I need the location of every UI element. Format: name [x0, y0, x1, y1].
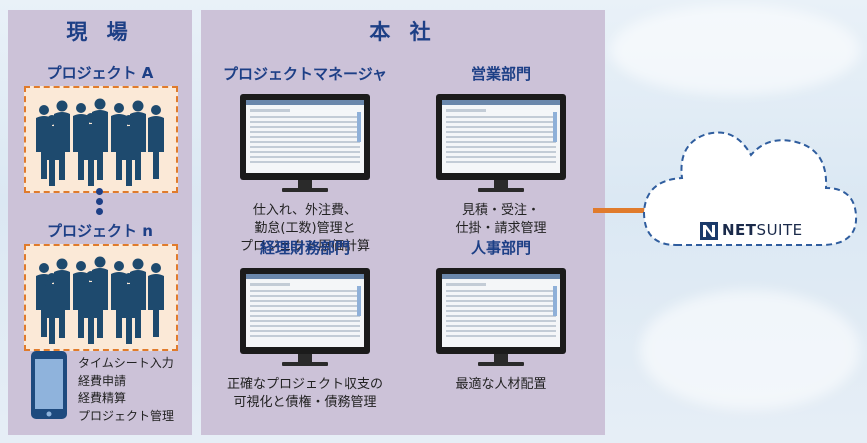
bg-cloud — [610, 5, 860, 95]
brand-rest: SUITE — [756, 221, 803, 239]
desc-line: 正確なプロジェクト収支の — [226, 377, 383, 392]
dept-title: プロジェクトマネージャ — [223, 65, 387, 83]
tablet-item: 経費申請 — [78, 373, 127, 388]
field-panel: 現 場 プロジェクト A プロジェクト n — [8, 10, 192, 435]
desc-line: 可視化と債権・債務管理 — [233, 395, 377, 410]
monitor-icon — [434, 92, 568, 196]
monitor-icon — [238, 92, 372, 196]
dept-title: 人事部門 — [470, 239, 531, 257]
desc-line: 勤怠(工数)管理と — [254, 221, 356, 236]
netsuite-logo-icon — [700, 222, 718, 240]
people-group-icon — [36, 256, 164, 344]
dept-hr: 人事部門 最適な人材配置 — [401, 237, 601, 394]
dept-sales: 営業部門 見積・受注・ 仕掛・請求管理 — [401, 63, 601, 238]
tablet-icon — [31, 351, 67, 419]
tablet-item: 経費精算 — [78, 391, 127, 405]
desc-line: 最適な人材配置 — [455, 377, 547, 392]
headquarters-title: 本 社 — [369, 20, 437, 44]
dept-description: 最適な人材配置 — [401, 376, 601, 394]
project-a-label: プロジェクト A — [46, 64, 154, 82]
people-group-icon — [36, 98, 164, 186]
project-n-label: プロジェクト n — [47, 222, 153, 240]
headquarters-panel: 本 社 プロジェクトマネージャ 仕入れ、外注費、 勤怠(工数)管理と プロジェク… — [201, 10, 605, 435]
tablet-item: プロジェクト管理 — [78, 408, 175, 423]
monitor-icon — [434, 266, 568, 370]
bg-cloud — [640, 290, 860, 410]
field-title: 現 場 — [66, 20, 134, 44]
tablet-functions: タイムシート入力 経費申請 経費精算 プロジェクト管理 — [78, 355, 174, 425]
monitor-icon — [238, 266, 372, 370]
tablet-item: タイムシート入力 — [78, 356, 174, 370]
dept-description: 正確なプロジェクト収支の 可視化と債権・債務管理 — [205, 376, 405, 412]
project-a-team — [24, 86, 178, 193]
cloud-icon — [642, 131, 858, 246]
dept-description: 見積・受注・ 仕掛・請求管理 — [401, 202, 601, 238]
desc-line: 仕掛・請求管理 — [455, 221, 547, 236]
brand-bold: NET — [722, 221, 757, 239]
dept-accounting-finance: 経理財務部門 正確なプロジェクト収支の 可視化と債権・債務管理 — [205, 237, 405, 412]
desc-line: 仕入れ、外注費、 — [252, 203, 358, 218]
dept-title: 営業部門 — [470, 65, 531, 83]
dept-project-manager: プロジェクトマネージャ 仕入れ、外注費、 勤怠(工数)管理と プロジェクト原価計… — [205, 63, 405, 256]
project-n-team — [24, 244, 178, 351]
dept-title: 経理財務部門 — [259, 239, 350, 257]
desc-line: 見積・受注・ — [461, 203, 540, 218]
dept-description: 仕入れ、外注費、 勤怠(工数)管理と プロジェクト原価計算 — [205, 202, 405, 256]
connector-line — [593, 208, 646, 213]
ellipsis-dots — [94, 188, 104, 218]
netsuite-wordmark: NETSUITE — [722, 221, 803, 239]
desc-line: プロジェクト原価計算 — [239, 239, 370, 254]
